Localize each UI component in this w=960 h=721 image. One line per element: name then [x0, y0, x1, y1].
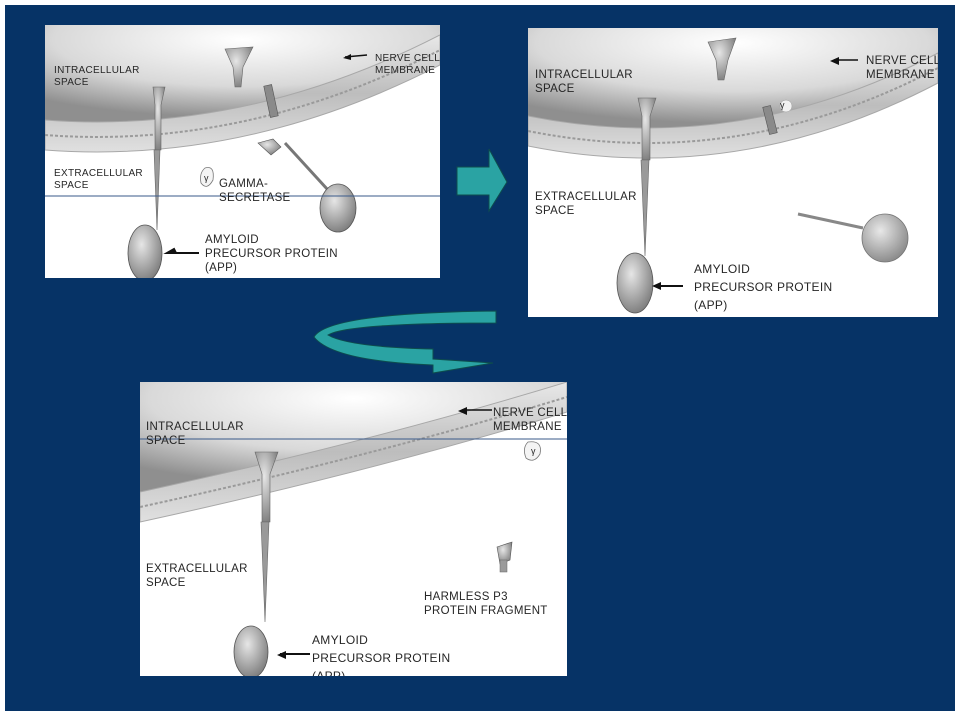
- gamma-symbol: γ: [204, 173, 209, 183]
- gamma-symbol: γ: [531, 446, 536, 456]
- panel2-illustration: [528, 28, 938, 314]
- panel3-illustration: [140, 382, 567, 676]
- app-stalk: [153, 149, 161, 231]
- enzyme-particle: [257, 138, 282, 156]
- p3-fragment: [496, 541, 513, 565]
- gamma-secretase-shape: [200, 167, 214, 187]
- gamma-secretase-shape: [524, 441, 541, 461]
- curved-arrow: [313, 310, 497, 374]
- app-ectodomain: [127, 224, 163, 278]
- gamma-symbol: γ: [780, 100, 785, 110]
- app-pointer: [163, 247, 199, 254]
- released-fragment: [861, 213, 909, 263]
- released-fragment: [319, 183, 357, 233]
- app-ectodomain: [616, 252, 654, 314]
- right-arrow: [456, 148, 508, 213]
- panel1-illustration: [45, 25, 440, 278]
- app-anchor-left: [152, 86, 166, 151]
- app-anchor-right: [224, 46, 254, 88]
- gamma-secretase-label: GAMMA-SECRETASE: [219, 178, 291, 204]
- app-ectodomain: [233, 625, 269, 676]
